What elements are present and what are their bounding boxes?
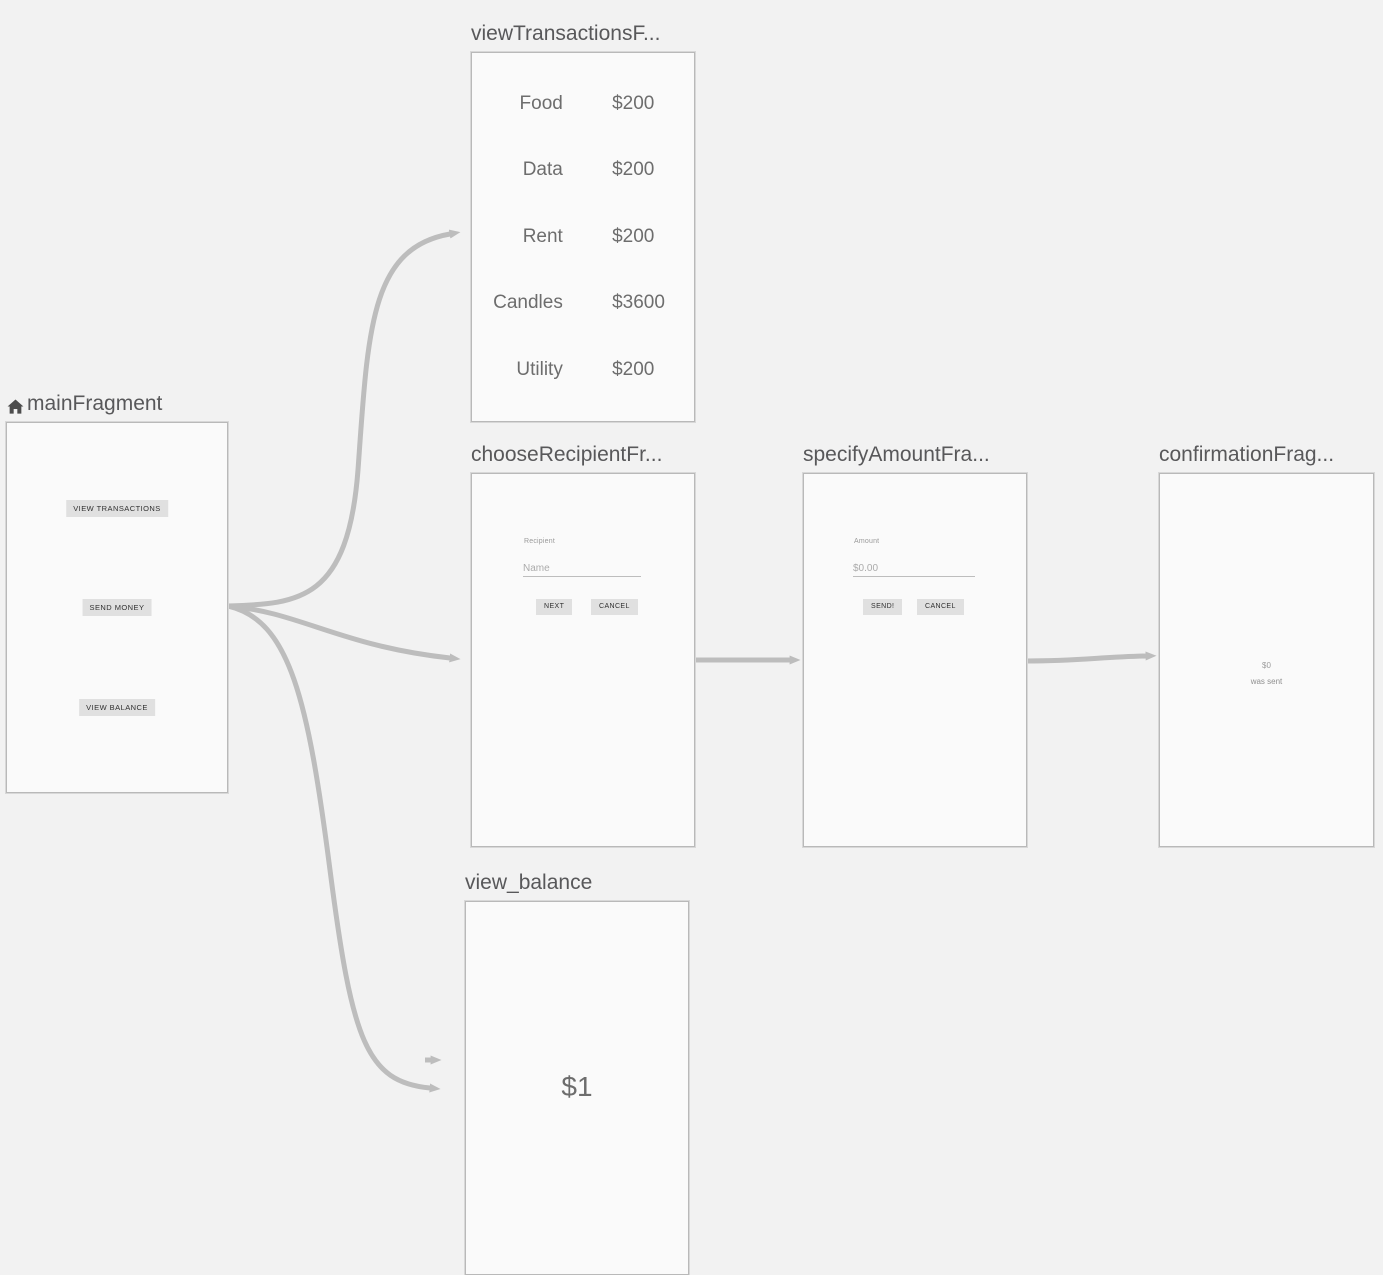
send-money-button[interactable]: SEND MONEY (82, 599, 152, 616)
transaction-amount: $3600 (612, 292, 665, 313)
transaction-name: Candles (493, 292, 563, 313)
transaction-amount: $200 (612, 226, 655, 247)
cancel-button[interactable]: CANCEL (591, 599, 638, 615)
node-label-specify-amount: specifyAmountFra... (803, 443, 990, 466)
transaction-amount: $200 (612, 93, 655, 114)
transaction-row: Candles $3600 (471, 290, 695, 316)
node-frame (471, 52, 695, 422)
node-view-transactions-fragment[interactable]: viewTransactionsF... Food $200 Data $200… (471, 22, 695, 422)
recipient-name-input[interactable]: Name (523, 563, 641, 577)
node-frame (1159, 473, 1374, 847)
node-specify-amount-fragment[interactable]: specifyAmountFra... Amount $0.00 SEND! C… (803, 443, 1027, 847)
transaction-name: Data (522, 159, 563, 180)
node-frame (6, 422, 228, 793)
action-main-to-view-balance (225, 603, 441, 1093)
node-preview-confirmation: $0 was sent (1159, 473, 1374, 847)
transaction-row: Rent $200 (471, 224, 695, 250)
node-preview-main-fragment: VIEW TRANSACTIONS SEND MONEY VIEW BALANC… (6, 422, 228, 793)
node-choose-recipient-fragment[interactable]: chooseRecipientFr... Recipient Name NEXT… (471, 443, 695, 847)
node-label-view-transactions: viewTransactionsF... (471, 22, 661, 45)
transaction-row: Utility $200 (471, 357, 695, 383)
balance-amount: $1 (561, 1071, 593, 1102)
node-frame (471, 473, 695, 847)
transaction-row: Food $200 (471, 91, 695, 117)
node-confirmation-fragment[interactable]: confirmationFrag... $0 was sent (1159, 443, 1374, 847)
node-preview-view-transactions: Food $200 Data $200 Rent $200 Candles $3… (471, 52, 695, 422)
amount-field-label: Amount (854, 538, 880, 545)
transaction-row: Data $200 (471, 157, 695, 183)
recipient-field-label: Recipient (524, 538, 555, 545)
action-specify-amount-to-confirmation (1025, 651, 1157, 664)
transaction-name: Food (519, 93, 563, 114)
node-label-choose-recipient: chooseRecipientFr... (471, 443, 663, 466)
node-frame (803, 473, 1027, 847)
node-view-balance-fragment[interactable]: view_balance $1 (465, 871, 689, 1275)
action-main-to-view-transactions (225, 229, 461, 609)
node-preview-view-balance: $1 (465, 901, 689, 1275)
node-preview-specify-amount: Amount $0.00 SEND! CANCEL (803, 473, 1027, 847)
home-icon (6, 396, 25, 415)
view-balance-button[interactable]: VIEW BALANCE (79, 699, 155, 716)
confirmation-amount: $0 (1262, 661, 1271, 671)
node-preview-choose-recipient: Recipient Name NEXT CANCEL (471, 473, 695, 847)
confirmation-message: was sent (1250, 676, 1283, 686)
transaction-amount: $200 (612, 359, 655, 380)
view-transactions-button[interactable]: VIEW TRANSACTIONS (66, 500, 168, 517)
node-label-confirmation: confirmationFrag... (1159, 443, 1335, 466)
amount-input[interactable]: $0.00 (853, 563, 975, 577)
node-label-view-balance: view_balance (465, 871, 593, 894)
transaction-name: Rent (522, 226, 563, 247)
transaction-amount: $200 (612, 159, 655, 180)
send-button[interactable]: SEND! (863, 599, 903, 615)
node-label-main-fragment: mainFragment (6, 390, 162, 418)
action-main-to-choose-recipient (225, 603, 461, 663)
cancel-button[interactable]: CANCEL (917, 599, 964, 615)
node-label-text: mainFragment (27, 392, 163, 415)
transaction-name: Utility (516, 359, 563, 380)
node-frame (465, 901, 689, 1275)
next-button[interactable]: NEXT (536, 599, 573, 615)
node-main-fragment[interactable]: mainFragment VIEW TRANSACTIONS SEND MONE… (6, 392, 228, 793)
